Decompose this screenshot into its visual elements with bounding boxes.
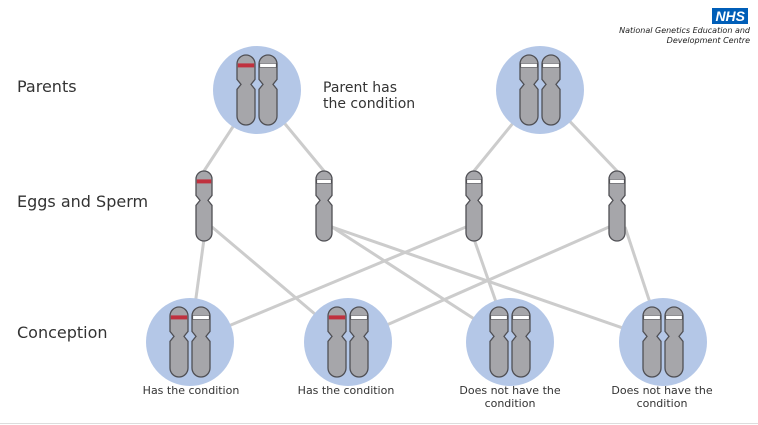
- chromosome-left: [642, 306, 662, 378]
- cell-circle: [619, 298, 707, 386]
- caption-line1: Has the condition: [142, 384, 240, 397]
- normal-gene-band: [466, 179, 482, 184]
- child-c2: [304, 298, 392, 386]
- gamete-g2: [315, 170, 333, 242]
- link-g1-c2: [211, 225, 317, 317]
- chromosome-right: [258, 54, 278, 126]
- child-c1: [146, 298, 234, 386]
- link-g3-c3: [472, 238, 498, 303]
- row-label-gametes: Eggs and Sperm: [17, 192, 149, 211]
- nhs-logo: NHS: [712, 8, 748, 24]
- child-caption-2: Has the condition: [276, 384, 416, 397]
- normal-gene-band: [316, 179, 332, 184]
- normal-gene-band: [192, 315, 210, 320]
- child-c3: [466, 298, 554, 386]
- cell-circle: [304, 298, 392, 386]
- normal-gene-band: [665, 315, 683, 320]
- cell-circle: [496, 46, 584, 134]
- child-c4: [619, 298, 707, 386]
- affected-gene-band: [328, 315, 346, 320]
- organisation-name: National Genetics Education and Developm…: [619, 26, 750, 46]
- row-label-conception: Conception: [17, 323, 108, 342]
- gamete-g3: [465, 170, 483, 242]
- affected-gene-band: [237, 63, 255, 68]
- bottom-divider: [0, 423, 758, 424]
- parent-p2: [496, 46, 584, 134]
- parent-note-line2: the condition: [323, 96, 416, 112]
- link-g3-c1: [228, 225, 467, 328]
- cell-circle: [213, 46, 301, 134]
- normal-gene-band: [512, 315, 530, 320]
- link-p2-g4: [567, 119, 619, 173]
- normal-gene-band: [609, 179, 625, 184]
- affected-gene-band: [170, 315, 188, 320]
- link-g1-c1: [194, 238, 206, 301]
- link-p1-g2: [282, 121, 326, 172]
- chromosome-left: [519, 54, 539, 126]
- normal-gene-band: [643, 315, 661, 320]
- normal-gene-band: [350, 315, 368, 320]
- child-caption-4: Does not have the condition: [592, 384, 732, 410]
- affected-gene-band: [196, 179, 212, 184]
- normal-gene-band: [542, 63, 560, 68]
- chromosome-right: [511, 306, 531, 378]
- gamete-g1: [195, 170, 213, 242]
- parent-note-line1: Parent has: [323, 80, 398, 96]
- normal-gene-band: [490, 315, 508, 320]
- row-label-parents: Parents: [17, 77, 77, 96]
- gamete-g4: [608, 170, 626, 242]
- link-p2-g3: [472, 121, 515, 172]
- caption-line1: Has the condition: [297, 384, 395, 397]
- normal-gene-band: [259, 63, 277, 68]
- caption-line1: Does not have the: [611, 384, 713, 397]
- parent-note: Parent has the condition: [323, 80, 415, 112]
- chromosome-right: [349, 306, 369, 378]
- cell-circle: [466, 298, 554, 386]
- parent-p1: [213, 46, 301, 134]
- link-g4-c4: [623, 226, 652, 303]
- chromosome-left: [169, 306, 189, 378]
- nodes: [146, 46, 707, 386]
- link-g4-c2: [385, 225, 610, 327]
- caption-line2: condition: [484, 397, 536, 410]
- chromosome-left: [327, 306, 347, 378]
- caption-line2: condition: [636, 397, 688, 410]
- links: [194, 119, 652, 330]
- org-name-line2: Development Centre: [666, 36, 750, 45]
- link-p1-g1: [202, 124, 236, 172]
- cell-circle: [146, 298, 234, 386]
- chromosome-right: [541, 54, 561, 126]
- org-name-line1: National Genetics Education and: [619, 26, 750, 35]
- chromosome-left: [489, 306, 509, 378]
- child-caption-1: Has the condition: [121, 384, 261, 397]
- caption-line1: Does not have the: [459, 384, 561, 397]
- link-g2-c3: [331, 225, 476, 321]
- chromosome-right: [191, 306, 211, 378]
- chromosome-left: [236, 54, 256, 126]
- child-caption-3: Does not have the condition: [440, 384, 580, 410]
- normal-gene-band: [520, 63, 538, 68]
- link-g2-c4: [331, 225, 624, 330]
- chromosome-right: [664, 306, 684, 378]
